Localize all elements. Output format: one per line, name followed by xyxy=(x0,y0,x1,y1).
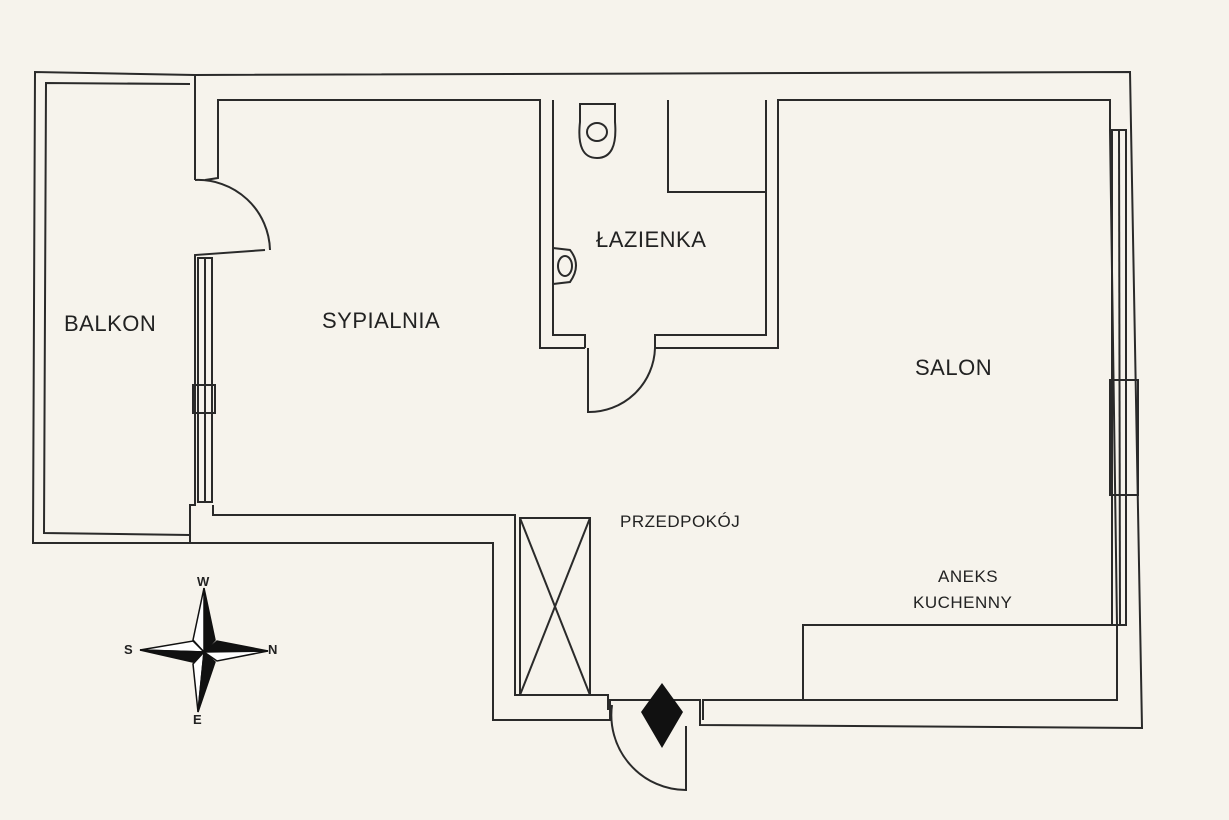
bathroom-wall-right xyxy=(655,99,1111,349)
room-label-przedpokoj: PRZEDPOKÓJ xyxy=(620,512,741,531)
inner-wall-left xyxy=(212,505,609,710)
room-label-salon: SALON xyxy=(915,355,993,380)
entrance-arrow-icon xyxy=(641,683,683,748)
room-label-aneks: ANEKS xyxy=(938,567,999,586)
bathroom-door xyxy=(587,347,656,414)
room-label-lazienka: ŁAZIENKA xyxy=(596,227,707,252)
compass-label-w: W xyxy=(197,574,210,589)
kitchen-counter xyxy=(802,624,1117,700)
compass-label-e: E xyxy=(193,712,202,727)
wall-pillar xyxy=(192,384,216,414)
bedroom-door xyxy=(194,178,271,251)
room-label-balkon: BALKON xyxy=(64,311,157,336)
bathroom-wall xyxy=(552,100,586,348)
room-label-kuchenny: KUCHENNY xyxy=(913,593,1013,612)
entrance-door xyxy=(610,704,687,792)
inner-wall-right xyxy=(702,129,1118,720)
compass-icon xyxy=(139,587,269,713)
balcony-inner xyxy=(42,81,191,536)
inner-wall-top-left xyxy=(204,99,585,349)
shower xyxy=(667,100,766,193)
compass-label-n: N xyxy=(268,642,278,657)
compass-label-s: S xyxy=(124,642,133,657)
room-label-sypialnia: SYPIALNIA xyxy=(322,308,441,333)
sink xyxy=(552,247,577,285)
balcony-outline xyxy=(31,70,196,544)
closet xyxy=(519,517,591,696)
toilet xyxy=(578,103,617,160)
bathroom-inner xyxy=(654,100,767,348)
outer-wall xyxy=(189,70,1144,730)
